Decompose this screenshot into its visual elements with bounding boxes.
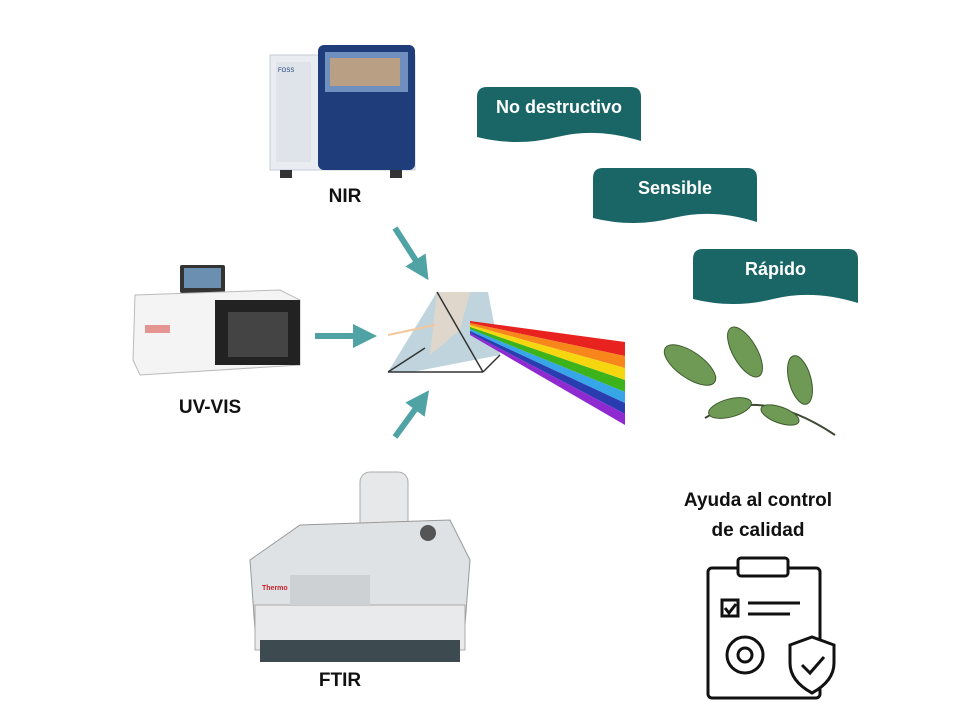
feature-label: Rápido	[745, 259, 806, 279]
uv-vis-instrument-image	[132, 265, 301, 376]
quality-caption: Ayuda al control de calidad	[648, 486, 868, 546]
leaf-branch-icon	[663, 326, 836, 436]
light-spectrum	[470, 321, 625, 425]
arrow-ftir	[392, 390, 430, 439]
feature-banner-no-destructivo: No destructivo	[477, 87, 641, 147]
quality-caption-line2: de calidad	[711, 520, 805, 541]
feature-banner-rapido: Rápido	[693, 249, 858, 309]
prism-icon	[387, 291, 501, 373]
quality-clipboard-icon	[706, 556, 836, 700]
foss-logo: FOSS	[278, 68, 294, 74]
feature-banner-sensible: Sensible	[593, 168, 757, 228]
nir-instrument-image: FOSS	[269, 45, 416, 178]
thermo-logo: Thermo	[262, 585, 288, 592]
feature-label: No destructivo	[495, 97, 623, 117]
uv-vis-label: UV-VIS	[178, 397, 242, 418]
feature-label: Sensible	[637, 178, 713, 198]
arrow-nir	[392, 226, 429, 281]
ftir-label: FTIR	[318, 670, 362, 691]
quality-caption-line1: Ayuda al control	[683, 490, 833, 511]
ftir-instrument-image: Thermo	[249, 471, 471, 662]
nir-label: NIR	[328, 186, 362, 207]
